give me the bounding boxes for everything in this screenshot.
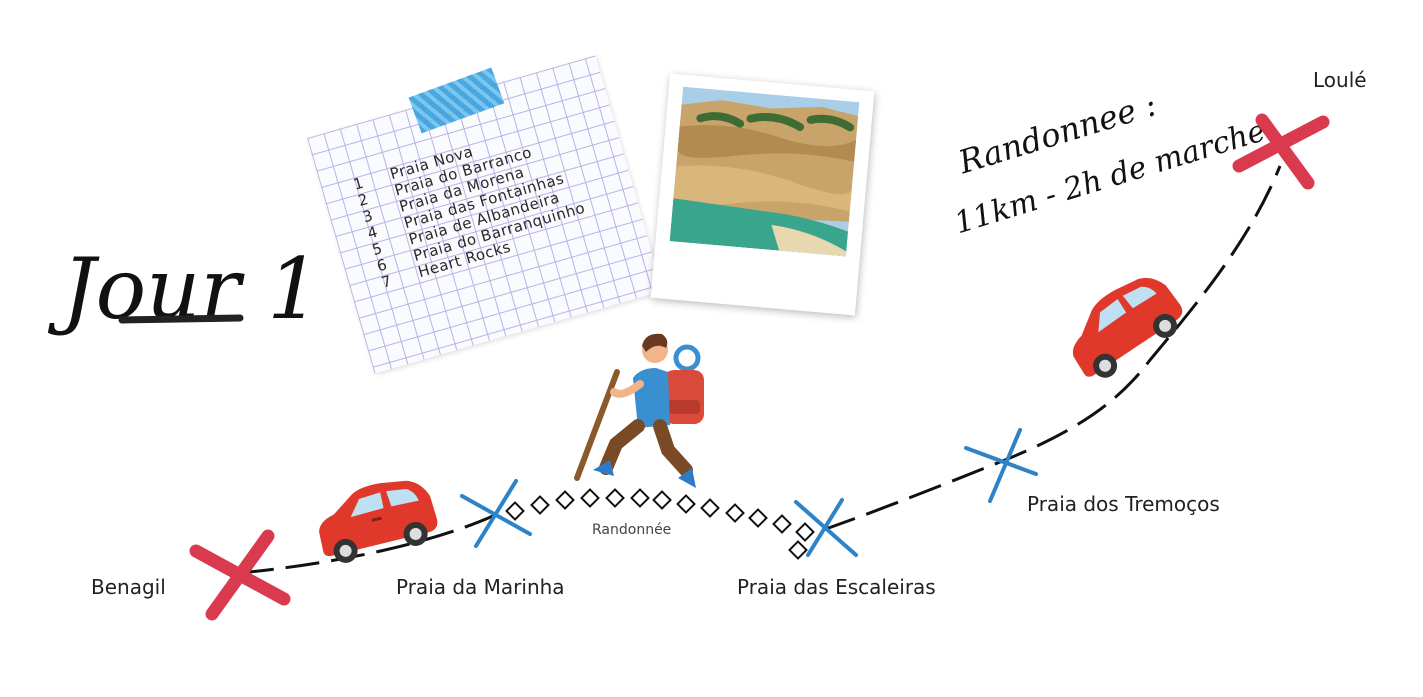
car-icon [319,480,438,563]
stop-label-end: Loulé [1313,68,1367,92]
hike-diamond-mark [630,488,650,508]
hike-diamond-mark [580,488,600,508]
hike-diamond-mark [676,494,696,514]
route-drive-segment-2 [822,165,1282,532]
route-hike-segment [505,488,815,560]
hike-note: Randonnee : 11km - 2h de marche [950,85,1269,241]
stop-label-2: Praia das Escaleiras [737,575,936,599]
end-marker-icon [1232,113,1330,190]
route-drive-segment-1 [239,514,494,575]
page-title: Jour 1 [47,240,321,338]
car-icon [1072,277,1183,378]
start-marker-icon [189,529,291,621]
stop3-marker-icon [964,428,1038,503]
stop-label-start: Benagil [91,575,166,599]
hike-diamond-mark [555,490,575,510]
stop1-marker-icon [460,479,532,548]
hike-diamond-mark [530,495,550,515]
hiker-icon [574,333,704,488]
hike-diamond-mark [605,488,625,508]
segment-label-hike: Randonnée [592,522,672,538]
polaroid-photo [650,73,875,316]
hike-diamond-mark [772,514,792,534]
hike-diamond-mark [788,540,808,560]
hike-diamond-mark [725,503,745,523]
beach-cliff-photo [669,86,860,257]
title-underline [118,314,244,324]
hike-diamond-mark [795,522,815,542]
hike-diamond-mark [505,501,525,521]
stop-label-1: Praia da Marinha [396,575,565,599]
hike-diamond-mark [652,490,672,510]
stop2-marker-icon [794,498,858,557]
hike-diamond-mark [748,508,768,528]
hike-diamond-mark [700,498,720,518]
stop-label-3: Praia dos Tremoços [1027,492,1220,516]
